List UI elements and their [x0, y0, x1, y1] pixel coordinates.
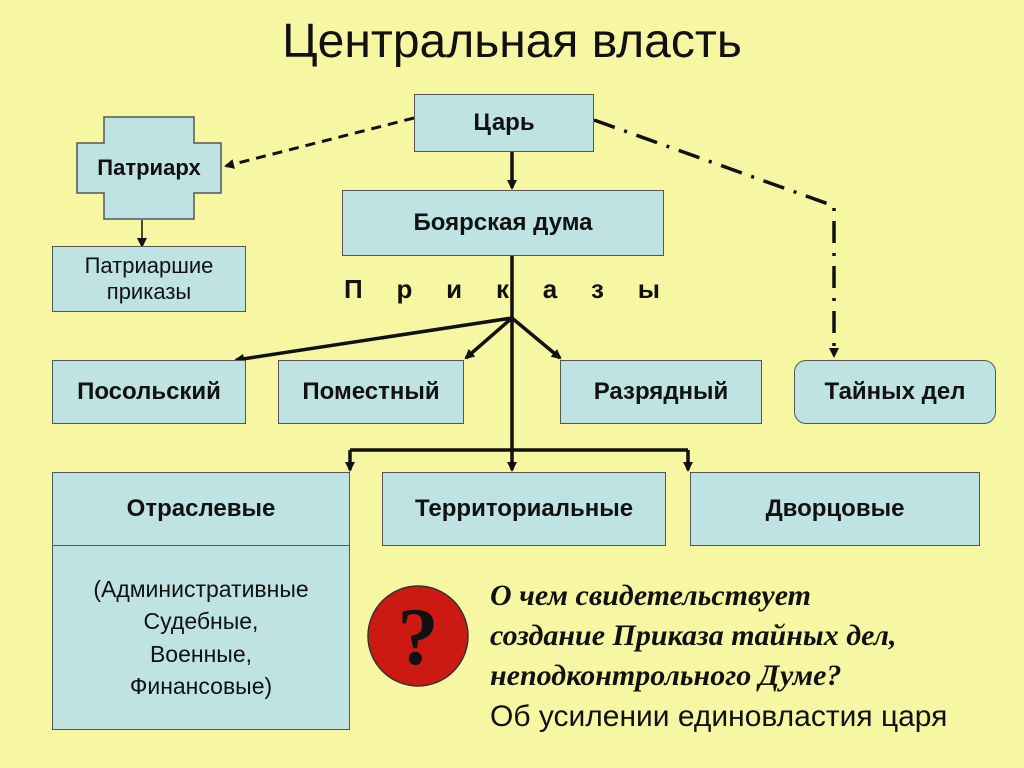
otraslevye-type-item: Судебные, [143, 608, 259, 635]
prikazy-letter: з [591, 274, 604, 304]
question-text: О чем свидетельствует создание Приказа т… [490, 576, 1020, 696]
otraslevye-type-item: (Административные [93, 576, 309, 603]
razryadny-label: Разрядный [593, 378, 729, 405]
otraslevye-type-item: Военные, [149, 640, 253, 667]
tsar-label: Царь [473, 109, 535, 136]
territorialnye-label: Территориальные [414, 495, 634, 522]
otraslevye-types-list: (Административные Судебные, Военные, Фин… [52, 546, 350, 730]
pomestny-label: Поместный [302, 378, 440, 405]
tainykh-del-prikaz-box: Тайных дел [794, 360, 996, 424]
otraslevye-label: Отраслевые [126, 495, 276, 522]
question-line: неподконтрольного Думе? [490, 659, 842, 692]
otraslevye-type-item: Финансовые) [129, 672, 273, 699]
tsar-box: Царь [414, 94, 594, 152]
patriarch-prikazy-line-1: Патриаршие [84, 252, 214, 278]
prikazy-letter: ы [637, 274, 660, 304]
prikazy-letter: р [396, 274, 413, 304]
tainykh-del-label: Тайных дел [824, 378, 966, 405]
razryadny-prikaz-box: Разрядный [560, 360, 762, 424]
patriarch-prikazy-line-2: приказы [106, 279, 192, 304]
to-razryadny-arrow [510, 316, 562, 360]
pomestny-prikaz-box: Поместный [278, 360, 464, 424]
question-line: О чем свидетельствует [490, 579, 811, 612]
tsar-to-patriarch-arrow [224, 116, 415, 169]
prikazy-letter: и [446, 274, 463, 304]
svg-text:?: ? [398, 591, 439, 682]
patriarch-label: Патриарх [97, 155, 201, 180]
prikazy-letter: а [542, 274, 558, 304]
prikazy-letter: к [495, 274, 509, 304]
patriarch-cross-shape [76, 116, 222, 220]
slide-title: Центральная власть [282, 15, 742, 68]
boyar-duma-box: Боярская дума [342, 190, 664, 256]
posolsky-prikaz-box: Посольский [52, 360, 246, 424]
boyar-duma-label: Боярская дума [413, 209, 593, 236]
otraslevye-box: Отраслевые [52, 472, 350, 546]
question-mark-icon: ? [367, 585, 469, 687]
dvortsovye-box: Дворцовые [690, 472, 980, 546]
territorialnye-box: Территориальные [382, 472, 666, 546]
to-posolsky-arrow [234, 316, 513, 364]
prikazy-letter: П [344, 274, 363, 304]
posolsky-label: Посольский [77, 378, 221, 405]
prikazy-heading: П р и к а з ы [344, 274, 660, 305]
patriarch-prikazy-box: Патриаршие приказы [52, 246, 246, 312]
patriarch-box: Патриарх [76, 116, 222, 220]
question-line: создание Приказа тайных дел, [490, 619, 897, 652]
to-pomestny-arrow [464, 316, 514, 360]
answer-text: Об усилении единовластия царя [490, 700, 948, 733]
dvortsovye-label: Дворцовые [765, 495, 905, 522]
